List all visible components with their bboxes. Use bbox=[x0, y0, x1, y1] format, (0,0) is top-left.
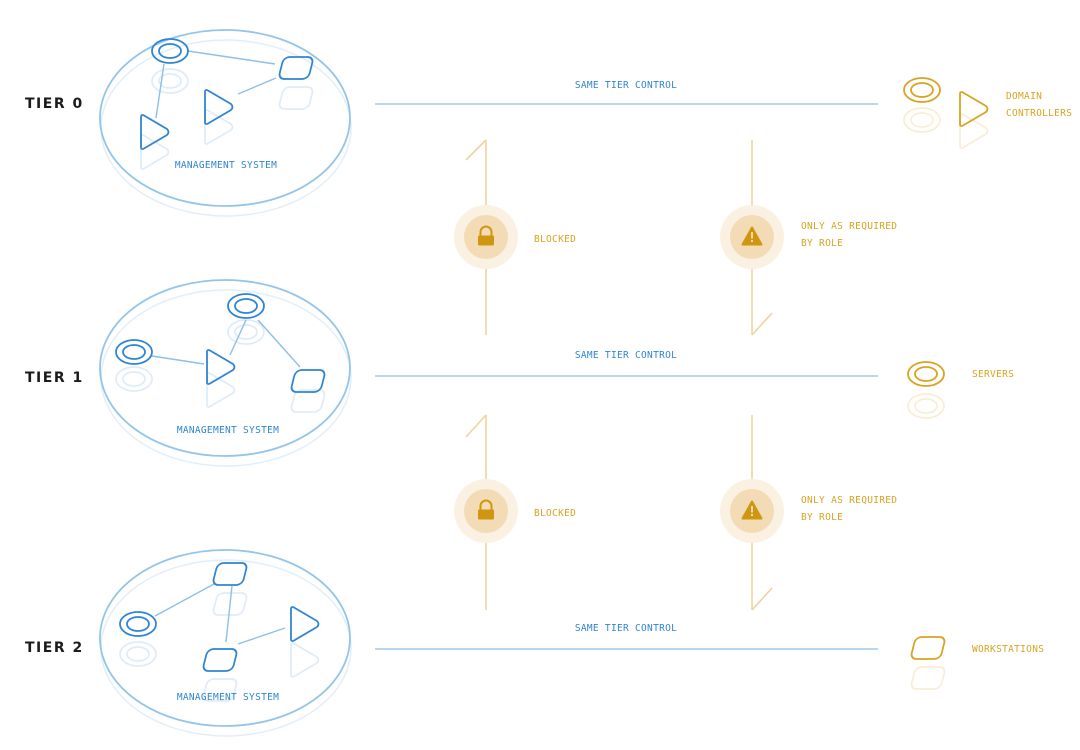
workstations-icon bbox=[909, 636, 947, 690]
node-square-icon bbox=[277, 56, 315, 80]
node-ring-icon bbox=[119, 611, 157, 637]
node-triangle-icon bbox=[204, 89, 234, 125]
node-square-icon bbox=[201, 648, 239, 672]
servers-icon bbox=[907, 361, 945, 419]
management-system-label: MANAGEMENT SYSTEM bbox=[174, 160, 278, 171]
workstations-label: WORKSTATIONS bbox=[972, 644, 1045, 655]
tier-0-label: TIER 0 bbox=[25, 96, 84, 112]
lock-icon bbox=[478, 499, 494, 520]
domain-controllers-icon bbox=[903, 77, 989, 149]
warning-icon bbox=[741, 226, 763, 246]
role-badge bbox=[720, 479, 784, 543]
role-label: ONLY AS REQUIRED BY ROLE bbox=[801, 221, 898, 249]
tier-2-management-system bbox=[99, 549, 352, 737]
node-ring-icon bbox=[227, 293, 265, 319]
same-tier-control-label: SAME TIER CONTROL bbox=[574, 80, 678, 91]
servers-label: SERVERS bbox=[972, 369, 1015, 380]
node-triangle-icon bbox=[290, 606, 320, 642]
same-tier-control-label: SAME TIER CONTROL bbox=[574, 350, 678, 361]
tier-1-label: TIER 1 bbox=[25, 370, 84, 386]
blocked-label: BLOCKED bbox=[534, 234, 577, 245]
management-system-label: MANAGEMENT SYSTEM bbox=[176, 692, 280, 703]
management-system-label: MANAGEMENT SYSTEM bbox=[176, 425, 280, 436]
lock-icon bbox=[478, 225, 494, 246]
blocked-badge bbox=[454, 479, 518, 543]
tier-2-label: TIER 2 bbox=[25, 640, 84, 656]
tier-0-management-system bbox=[99, 29, 352, 217]
blocked-badge bbox=[454, 205, 518, 269]
node-square-icon bbox=[289, 369, 327, 393]
node-ring-icon bbox=[151, 38, 189, 64]
role-badge bbox=[720, 205, 784, 269]
tier-1-management-system bbox=[99, 279, 352, 467]
domain-controllers-label: DOMAIN CONTROLLERS bbox=[1006, 91, 1073, 119]
blocked-label: BLOCKED bbox=[534, 508, 577, 519]
node-square-icon bbox=[211, 562, 249, 586]
role-label: ONLY AS REQUIRED BY ROLE bbox=[801, 495, 898, 523]
warning-icon bbox=[741, 500, 763, 520]
node-triangle-icon bbox=[140, 114, 170, 150]
node-ring-icon bbox=[115, 339, 153, 365]
same-tier-control-label: SAME TIER CONTROL bbox=[574, 623, 678, 634]
